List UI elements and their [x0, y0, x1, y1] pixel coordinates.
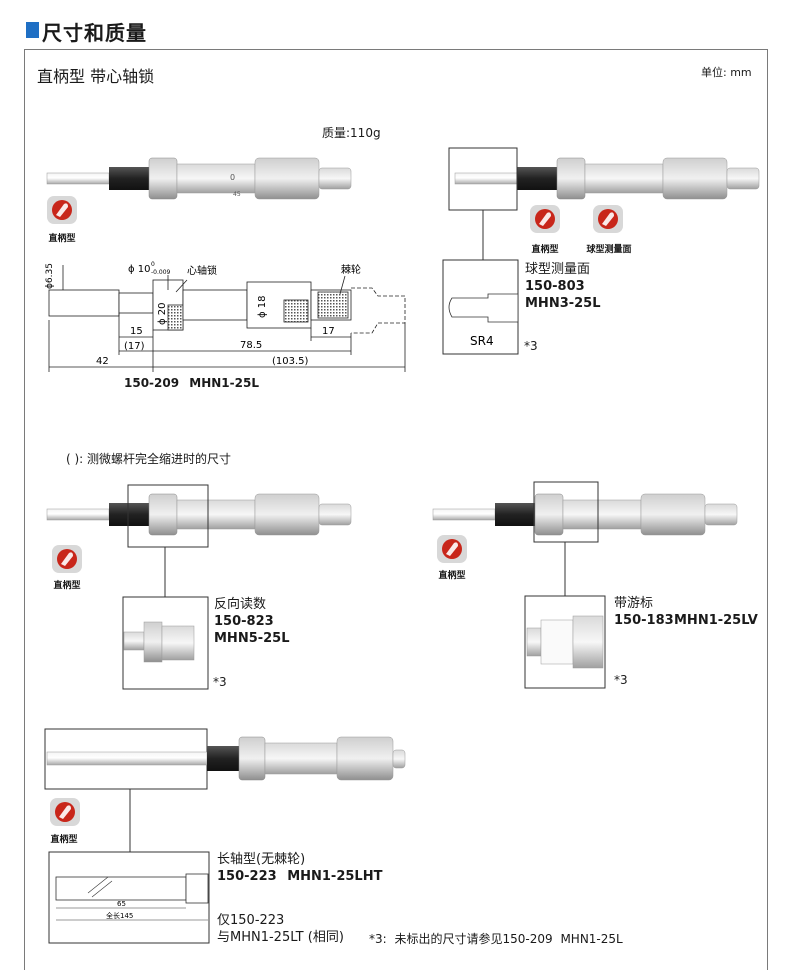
dim-d18: ϕ 18	[257, 296, 268, 319]
footnote: *3: 未标出的尺寸请参见150-209 MHN1-25L	[369, 932, 623, 946]
vernier-code: 150-183	[614, 613, 674, 628]
micrometer-photo-ball	[454, 157, 760, 200]
vernier-badge-label: 直柄型	[438, 571, 466, 581]
ball-straight-badge-label: 直柄型	[531, 245, 559, 255]
longshaft-code-model: 150-223 MHN1-25LHT	[217, 869, 383, 884]
dim-d20: ϕ 20	[157, 303, 168, 326]
dim-lock-label: 心轴锁	[187, 264, 217, 277]
longshaft-only-code: 仅150-223	[217, 913, 285, 928]
dim-42: 42	[96, 356, 109, 367]
straight-shank-badge-label: 直柄型	[48, 234, 76, 244]
dim-ratchet-label: 棘轮	[341, 263, 361, 276]
ball-face-badge-label: 球型测量面	[586, 245, 632, 255]
vernier-model: MHN1-25LV	[674, 613, 758, 628]
micrometer-photo-main	[46, 157, 352, 200]
ball-note: *3	[524, 339, 538, 353]
reverse-badge-label: 直柄型	[53, 581, 81, 591]
reverse-note: *3	[213, 675, 227, 689]
dim-d10: ϕ 10	[128, 264, 151, 275]
dim-17: 17	[322, 326, 335, 337]
retract-note: ( ): 测微螺杆完全缩进时的尺寸	[66, 452, 232, 466]
header-square-icon	[26, 22, 39, 38]
vernier-badge-icon	[437, 535, 467, 563]
dim-785: 78.5	[240, 340, 262, 351]
dim-17-paren: (17)	[124, 341, 145, 352]
main-model: 150-209 MHN1-25L	[124, 376, 259, 390]
ball-straight-badge-icon	[530, 205, 560, 233]
mass-label: 质量:110g	[322, 126, 381, 140]
page-title: 尺寸和质量	[42, 21, 147, 45]
content-panel	[24, 49, 768, 970]
longshaft-badge-icon	[50, 798, 80, 826]
micrometer-photo-vernier	[432, 493, 738, 536]
longshaft-dim-total: 全长145	[106, 911, 133, 920]
longshaft-dim-65: 65	[117, 900, 126, 908]
micrometer-photo-reverse	[46, 493, 352, 536]
ball-sr4: SR4	[470, 334, 494, 348]
dim-d10-tol-up: 0	[151, 261, 155, 268]
mic-scale-0: 0	[230, 173, 235, 182]
vernier-highlight-box	[533, 481, 599, 543]
dim-d10-tol-dn: -0.009	[151, 269, 171, 276]
reverse-code: 150-823	[214, 614, 274, 629]
ball-face-badge-icon	[593, 205, 623, 233]
dimension-drawing	[48, 265, 406, 372]
longshaft-badge-label: 直柄型	[50, 835, 78, 845]
straight-shank-badge-icon	[47, 196, 77, 224]
unit-label: 单位: mm	[701, 66, 752, 79]
section-title: 直柄型 带心轴锁	[37, 67, 155, 86]
dim-d635: ϕ6.35	[45, 263, 55, 289]
vernier-note: *3	[614, 673, 628, 687]
longshaft-title: 长轴型(无棘轮)	[217, 852, 306, 867]
ball-title: 球型测量面	[525, 262, 591, 277]
longshaft-same: 与MHN1-25LT (相同)	[217, 930, 344, 945]
ball-model: MHN3-25L	[525, 296, 601, 311]
reverse-title: 反向读数	[214, 597, 267, 612]
reverse-highlight-box	[127, 484, 209, 548]
dim-15: 15	[130, 326, 143, 337]
reverse-model: MHN5-25L	[214, 631, 290, 646]
ball-code: 150-803	[525, 279, 585, 294]
reverse-badge-icon	[52, 545, 82, 573]
dim-1035: (103.5)	[272, 356, 309, 367]
vernier-title: 带游标	[614, 596, 654, 611]
mic-scale-45: 45	[233, 191, 241, 198]
